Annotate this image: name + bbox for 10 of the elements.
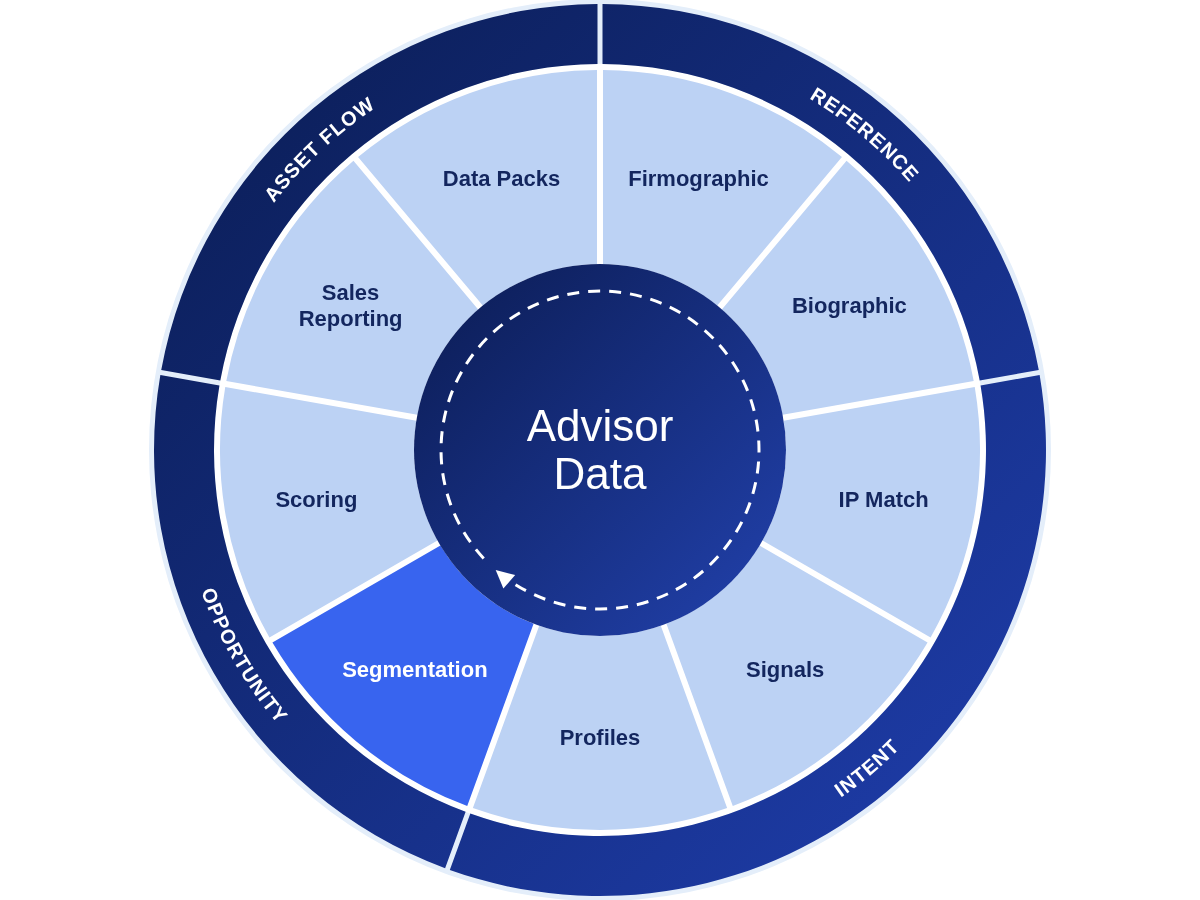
- segment-label: Biographic: [791, 292, 907, 320]
- segment-label: Signals: [746, 657, 825, 684]
- segment-label: IP Match: [838, 486, 929, 514]
- segment-label: Data Packs: [442, 166, 561, 193]
- segment-label: Profiles: [559, 724, 641, 752]
- segment-label: Firmographic: [628, 166, 769, 193]
- hub-label: Advisor Data: [525, 402, 675, 498]
- segment-label: Segmentation: [342, 657, 488, 684]
- segment-label: Scoring: [275, 486, 358, 514]
- segment-label: Sales Reporting: [297, 279, 404, 333]
